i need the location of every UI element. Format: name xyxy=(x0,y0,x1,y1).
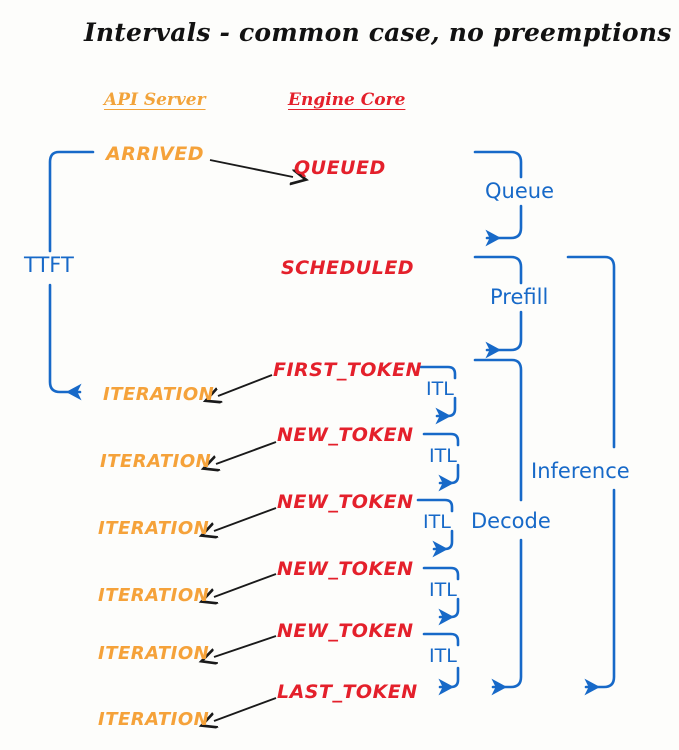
state-iteration-3: ITERATION xyxy=(98,518,210,539)
arrow-new-token-3 xyxy=(214,573,277,597)
column-header-engine-core: Engine Core xyxy=(288,90,406,110)
arrow-new-token-1 xyxy=(216,441,277,464)
bracket-itl-2 xyxy=(422,432,460,492)
column-header-api-server: API Server xyxy=(104,90,206,110)
arrow-last-token xyxy=(214,697,277,721)
state-iteration-1: ITERATION xyxy=(103,384,215,405)
bracket-prefill xyxy=(473,255,523,359)
arrow-arrived-to-queued xyxy=(209,159,293,177)
arrow-new-token-4 xyxy=(214,635,277,657)
state-new-token-1: NEW_TOKEN xyxy=(277,424,414,446)
bracket-itl-3 xyxy=(416,498,454,558)
page-title: Intervals - common case, no preemptions xyxy=(84,18,672,47)
bracket-ttft xyxy=(48,150,95,401)
state-iteration-2: ITERATION xyxy=(100,451,212,472)
state-arrived: ARRIVED xyxy=(106,143,204,165)
arrow-first-token xyxy=(218,374,273,396)
state-iteration-4: ITERATION xyxy=(98,585,210,606)
bracket-queue xyxy=(473,150,523,247)
bracket-inference xyxy=(566,255,616,696)
arrow-new-token-2 xyxy=(214,507,277,531)
interval-label-itl-4: ITL xyxy=(429,579,457,601)
state-iteration-6: ITERATION xyxy=(98,709,210,730)
state-new-token-2: NEW_TOKEN xyxy=(277,491,414,513)
interval-label-prefill: Prefill xyxy=(490,285,549,309)
interval-label-itl-1: ITL xyxy=(426,378,454,400)
state-scheduled: SCHEDULED xyxy=(281,257,415,279)
state-new-token-4: NEW_TOKEN xyxy=(277,620,414,642)
state-queued: QUEUED xyxy=(294,157,386,179)
bracket-itl-1 xyxy=(419,365,457,425)
state-new-token-3: NEW_TOKEN xyxy=(277,558,414,580)
interval-label-itl-5: ITL xyxy=(429,645,457,667)
state-first-token: FIRST_TOKEN xyxy=(273,359,423,381)
bracket-itl-4 xyxy=(422,566,460,626)
interval-label-itl-3: ITL xyxy=(423,511,451,533)
interval-label-decode: Decode xyxy=(471,509,551,533)
interval-label-ttft: TTFT xyxy=(24,253,74,277)
state-last-token: LAST_TOKEN xyxy=(277,681,418,703)
interval-label-itl-2: ITL xyxy=(429,445,457,467)
interval-label-queue: Queue xyxy=(485,179,554,203)
bracket-decode xyxy=(473,358,523,696)
interval-label-inference: Inference xyxy=(531,459,630,483)
bracket-itl-5 xyxy=(422,632,460,696)
state-iteration-5: ITERATION xyxy=(98,643,210,664)
